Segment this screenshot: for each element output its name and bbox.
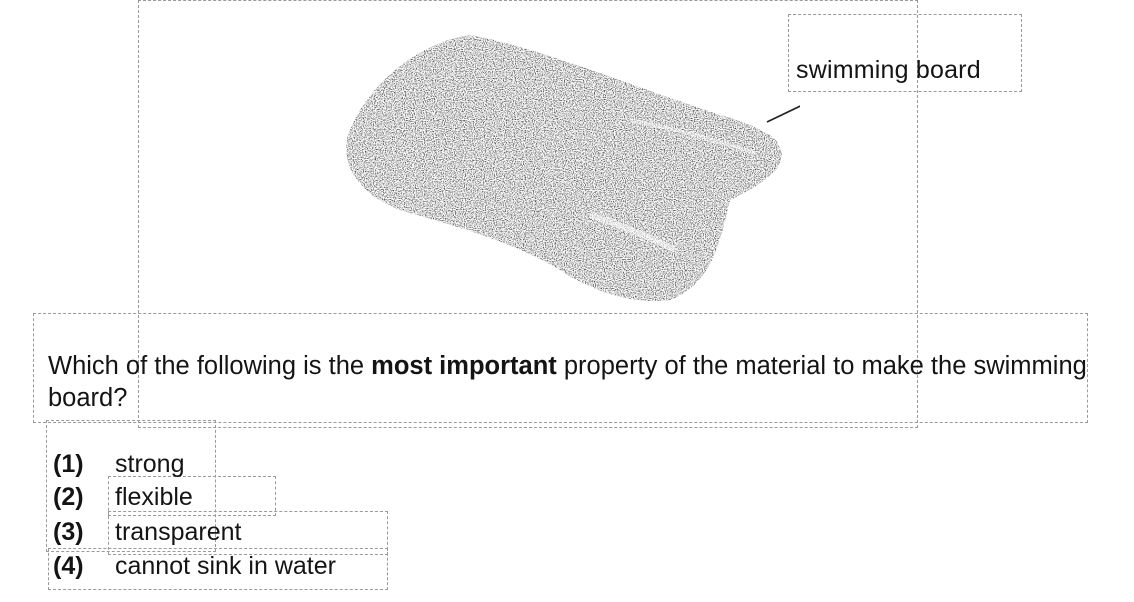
option-text: cannot sink in water: [115, 552, 336, 580]
question-emphasis: most important: [371, 352, 557, 380]
swimming-board-image: [346, 35, 800, 301]
option-number: (1): [53, 450, 84, 478]
option-number: (3): [53, 518, 84, 546]
guide-box-option-3: [108, 511, 388, 555]
option-number: (2): [53, 483, 84, 511]
option-1[interactable]: (1) strong: [53, 450, 184, 479]
callout-leader-line: [766, 105, 800, 123]
question-text-after: property of the material to make the swi…: [48, 352, 1087, 412]
option-3[interactable]: (3) transparent: [53, 518, 241, 547]
option-text: transparent: [115, 518, 242, 546]
guide-box-options: [46, 420, 216, 552]
option-text: strong: [115, 450, 185, 478]
question-text-before: Which of the following is the: [48, 352, 372, 380]
question-text: Which of the following is the most impor…: [48, 350, 1088, 414]
option-number: (4): [53, 552, 84, 580]
option-text: flexible: [115, 483, 193, 511]
guide-box-option-4: [48, 548, 388, 590]
guide-box-option-2: [108, 476, 276, 516]
guide-box-question: [33, 313, 1088, 423]
guide-box-label: [788, 14, 1022, 92]
guide-box-vertical: [138, 0, 918, 428]
option-2[interactable]: (2) flexible: [53, 483, 193, 512]
option-4[interactable]: (4) cannot sink in water: [53, 552, 336, 581]
swimming-board-label: swimming board: [796, 56, 981, 84]
